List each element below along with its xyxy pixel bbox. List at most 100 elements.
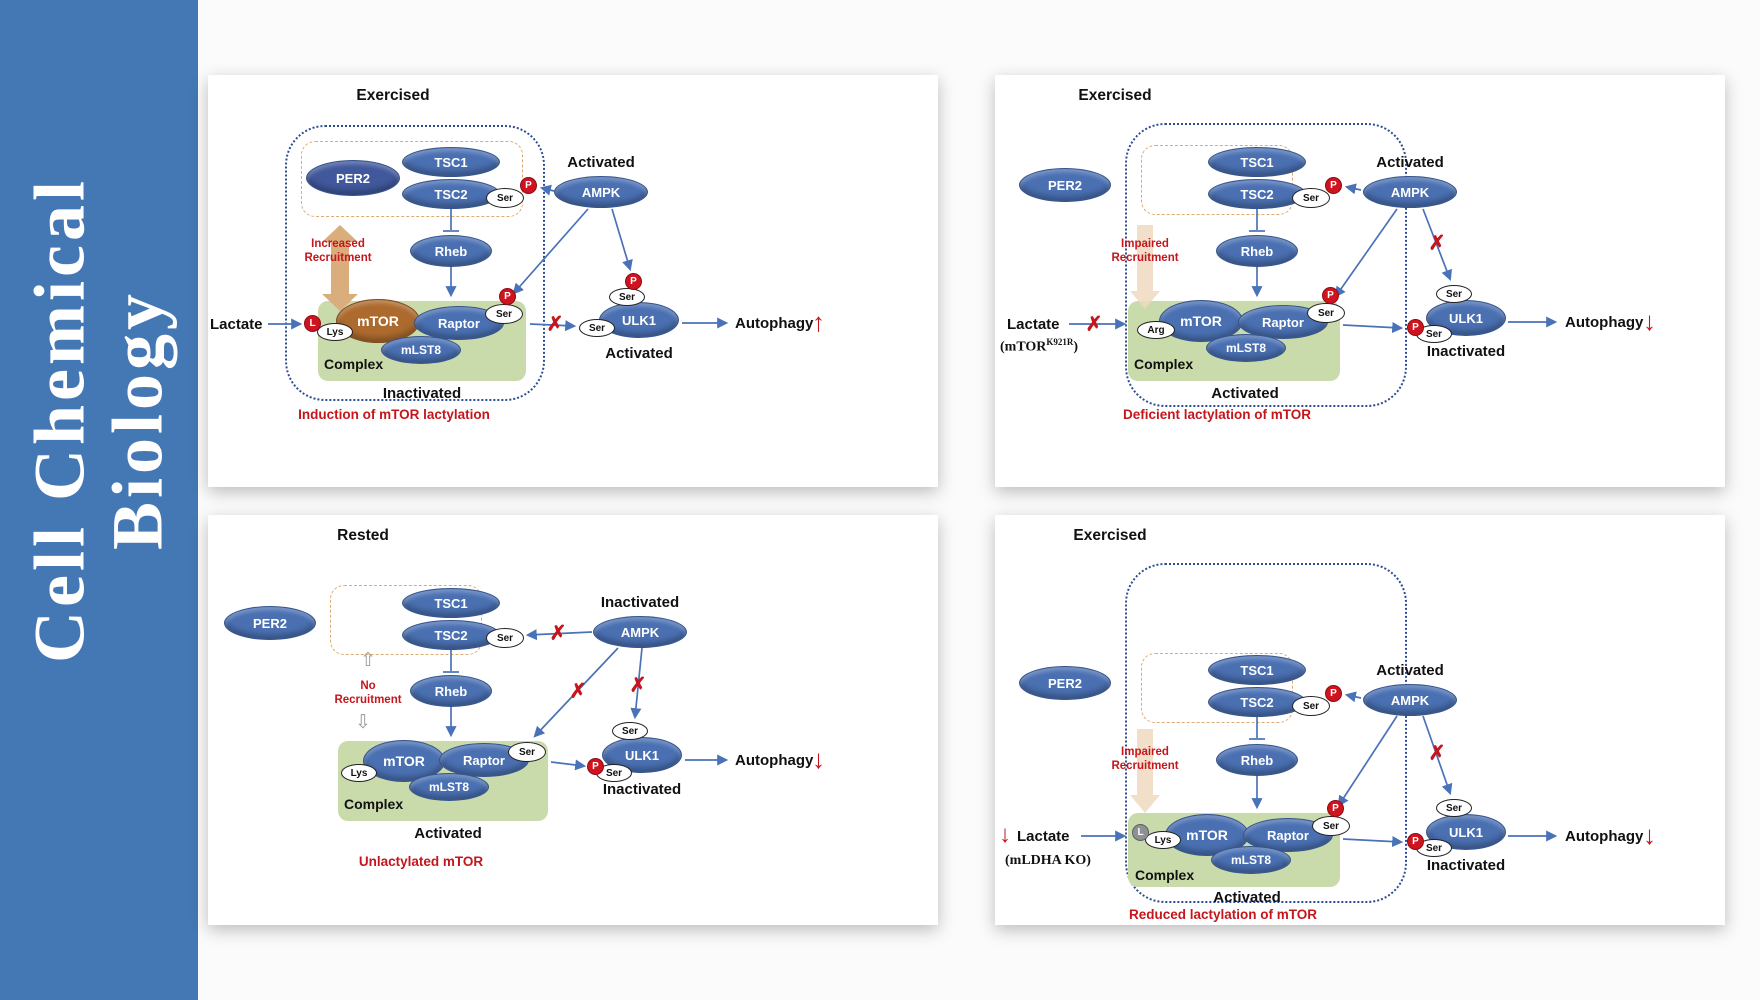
inhibit-x-icon: ✗ xyxy=(1428,742,1446,765)
recruitment-label: No Recruitment xyxy=(334,680,402,707)
panel-title: Exercised xyxy=(1073,527,1147,544)
raptor-ser-site: Ser xyxy=(508,742,546,762)
autophagy-label: Autophagy xyxy=(735,315,814,332)
cell-boundary-frame xyxy=(285,125,545,401)
ulk1-ser-site: Ser xyxy=(1436,799,1472,817)
ulk1-state-label: Inactivated xyxy=(1426,857,1506,874)
inhibit-x-icon: ✗ xyxy=(1428,232,1446,255)
panel-title: Rested xyxy=(337,527,389,544)
mutation-note: (mTORK921R) xyxy=(1000,337,1078,356)
mlst8-node: mLST8 xyxy=(381,336,461,364)
panel-exercised-ldha-ko: Exercised PER2 TSC1 TSC2 Ser P Activated… xyxy=(995,515,1725,925)
mlst8-node: mLST8 xyxy=(1211,846,1291,874)
ampk-state-label: Inactivated xyxy=(600,594,680,611)
lys-site: Lys xyxy=(1145,831,1181,849)
arrow-complex-ulk1 xyxy=(1342,836,1404,848)
pathway-wires xyxy=(1069,183,1558,334)
ulk1-ser-site: Ser xyxy=(612,722,648,740)
panel-exercised-k921r: Exercised PER2 TSC1 TSC2 Ser P Activated… xyxy=(995,75,1725,487)
tsc1-node: TSC1 xyxy=(402,588,500,618)
tsc1-node: TSC1 xyxy=(1208,655,1306,685)
note-pre: (mTOR xyxy=(1000,339,1047,355)
phospho-badge: P xyxy=(625,273,642,290)
arrow-ampk-complex xyxy=(1334,208,1398,298)
mlst8-node: mLST8 xyxy=(409,773,489,801)
complex-label: Complex xyxy=(324,356,384,372)
phospho-badge: P xyxy=(1407,833,1424,850)
complex-state-label: Activated xyxy=(414,825,482,842)
journal-banner: Cell Chemical Biology xyxy=(0,0,198,1000)
tsc2-ser-site: Ser xyxy=(1292,696,1330,716)
tsc2-ser-site: Ser xyxy=(486,628,524,648)
recruitment-label: Increased Recruitment xyxy=(304,238,372,265)
complex-label: Complex xyxy=(344,796,404,812)
autophagy-down-icon: ↓ xyxy=(812,744,825,774)
rheb-node: Rheb xyxy=(1216,235,1298,267)
ampk-state-label: Activated xyxy=(1376,662,1444,679)
dashed-down-arrow-icon: ⇩ xyxy=(355,712,371,733)
recruitment-arrow-icon xyxy=(1130,225,1160,309)
ampk-node: AMPK xyxy=(593,616,687,648)
ampk-node: AMPK xyxy=(1363,176,1457,208)
cell-boundary-frame xyxy=(1125,563,1407,903)
ampk-node: AMPK xyxy=(554,176,648,208)
arrow-complex-ulk1 xyxy=(529,320,577,332)
panel-title: Exercised xyxy=(356,87,430,104)
panel-caption: Deficient lactylation of mTOR xyxy=(1122,407,1312,422)
tsc2-ser-site: Ser xyxy=(486,188,524,208)
raptor-ser-site: Ser xyxy=(1312,816,1350,836)
pathway-wires xyxy=(268,184,729,332)
phospho-badge: P xyxy=(499,288,516,305)
tsc2-ser-site: Ser xyxy=(1292,188,1330,208)
phospho-badge: P xyxy=(520,177,537,194)
pathway-wires xyxy=(443,629,729,771)
ampk-node: AMPK xyxy=(1363,684,1457,716)
inhibit-x-icon: ✗ xyxy=(629,674,647,697)
complex-label: Complex xyxy=(1134,356,1194,372)
recruitment-frame xyxy=(1141,145,1293,215)
panel-caption: Unlactylated mTOR xyxy=(358,854,484,869)
recruitment-frame xyxy=(330,585,482,655)
arrow-ampk-ulk1 xyxy=(1422,208,1452,282)
arrow-ampk-tsc2 xyxy=(525,629,593,641)
complex-state-label: Inactivated xyxy=(382,385,462,402)
rheb-node: Rheb xyxy=(410,235,492,267)
inhibit-x-icon: ✗ xyxy=(569,680,587,703)
pathway-wires xyxy=(1081,691,1558,848)
panel-rested: Rested PER2 TSC1 TSC2 Ser ✗ Inactivated … xyxy=(208,515,938,925)
ampk-state-label: Activated xyxy=(567,154,635,171)
mtor-node: mTOR xyxy=(336,299,420,343)
phospho-badge: P xyxy=(1322,287,1339,304)
complex-state-label: Activated xyxy=(1213,889,1281,906)
phospho-badge: P xyxy=(1327,800,1344,817)
inhibit-x-icon: ✗ xyxy=(1085,313,1103,336)
tsc1-node: TSC1 xyxy=(1208,147,1306,177)
arrow-ampk-tsc2 xyxy=(1344,183,1362,195)
lys-site: Lys xyxy=(341,764,377,782)
recruitment-label: Impaired Recruitment xyxy=(1111,238,1179,265)
phospho-badge: P xyxy=(1407,319,1424,336)
arrow-ampk-tsc2 xyxy=(1344,691,1362,703)
lys-site: Lys xyxy=(317,323,353,341)
inhibit-x-icon: ✗ xyxy=(546,313,564,336)
arrow-complex-ulk1 xyxy=(1342,322,1404,334)
phospho-badge: P xyxy=(1325,177,1342,194)
ampk-state-label: Activated xyxy=(1376,154,1444,171)
arg-site: Arg xyxy=(1137,321,1175,339)
raptor-ser-site: Ser xyxy=(1307,303,1345,323)
recruitment-label: Impaired Recruitment xyxy=(1111,746,1179,773)
mutation-note: (mLDHA KO) xyxy=(1005,853,1091,869)
arrow-ampk-tsc2 xyxy=(539,184,555,196)
cell-boundary-frame xyxy=(1125,123,1407,407)
ulk1-ser-site: Ser xyxy=(609,288,645,306)
per2-node: PER2 xyxy=(1019,168,1111,202)
inhibit-x-icon: ✗ xyxy=(549,622,567,645)
recruitment-arrow-icon xyxy=(1130,729,1160,813)
tsc1-node: TSC1 xyxy=(402,147,500,177)
arrow-ampk-ulk1 xyxy=(611,208,633,272)
ulk1-ser-site: Ser xyxy=(1436,285,1472,303)
ulk1-state-label: Activated xyxy=(605,345,673,362)
phospho-badge: P xyxy=(1325,685,1342,702)
lactate-label: Lactate xyxy=(210,316,263,333)
